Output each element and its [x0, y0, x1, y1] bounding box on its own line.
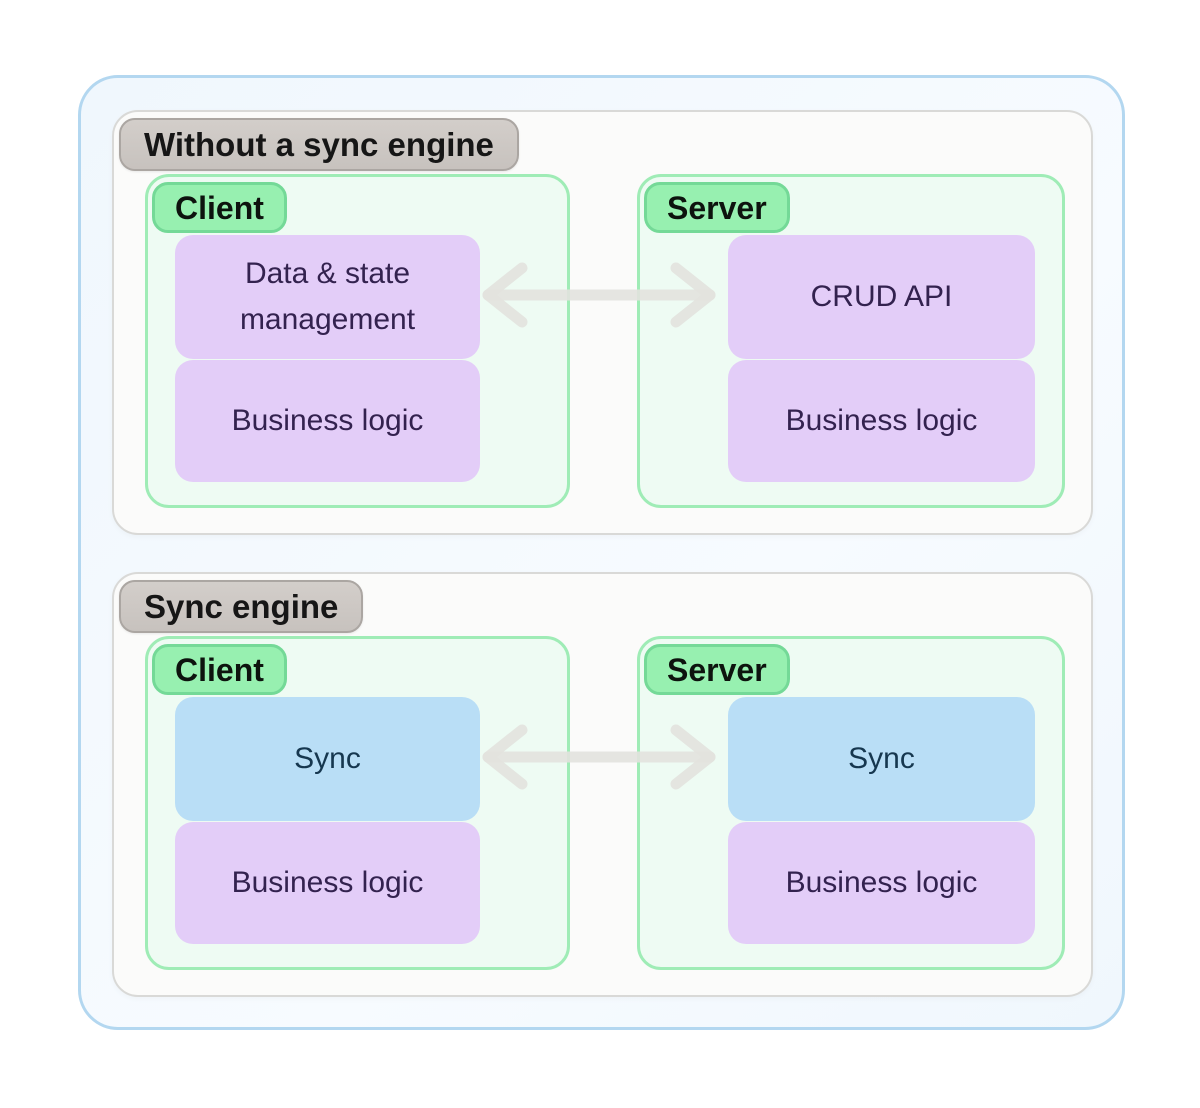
diagram-canvas: Without a sync engine Client Data & stat… [78, 75, 1125, 1030]
section-label: Sync engine [119, 580, 364, 633]
section-without-sync-engine: Without a sync engine Client Data & stat… [112, 110, 1093, 535]
section-sync-engine: Sync engine Client Sync Business logic S… [112, 572, 1093, 997]
component-box-business-logic: Business logic [175, 360, 480, 482]
client-label: Client [152, 644, 287, 695]
component-box-data-state-management: Data & state management [175, 235, 480, 359]
component-box-business-logic: Business logic [175, 822, 480, 944]
server-label: Server [644, 644, 790, 695]
client-group: Client Sync Business logic [145, 636, 570, 970]
server-group: Server Sync Business logic [637, 636, 1065, 970]
component-box-crud-api: CRUD API [728, 235, 1035, 359]
component-box-business-logic: Business logic [728, 360, 1035, 482]
component-box-sync: Sync [175, 697, 480, 821]
server-label: Server [644, 182, 790, 233]
client-label: Client [152, 182, 287, 233]
component-box-business-logic: Business logic [728, 822, 1035, 944]
server-group: Server CRUD API Business logic [637, 174, 1065, 508]
client-group: Client Data & state management Business … [145, 174, 570, 508]
section-label: Without a sync engine [119, 118, 519, 171]
component-box-sync: Sync [728, 697, 1035, 821]
